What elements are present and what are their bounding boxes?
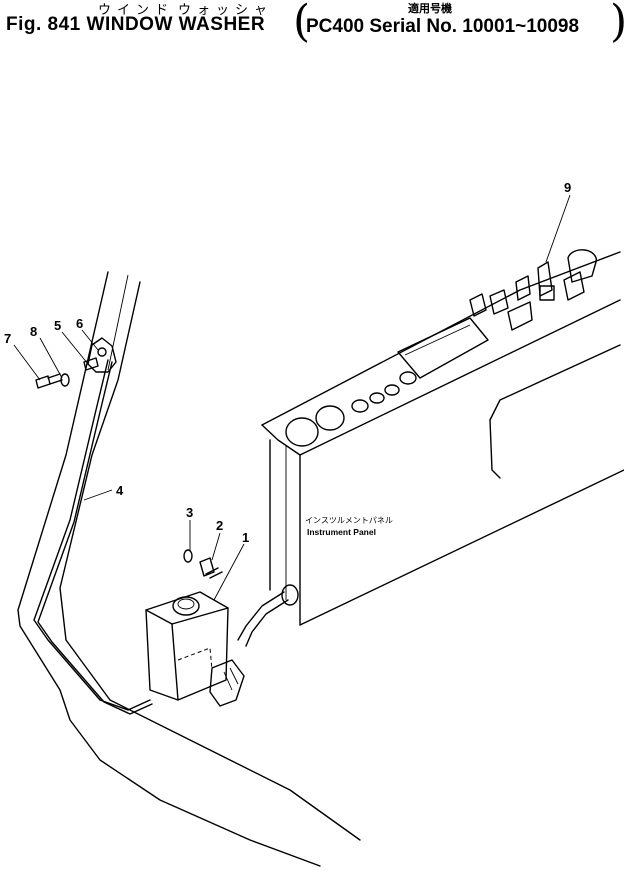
panel-label-english: Instrument Panel <box>307 527 376 537</box>
leader-lines <box>13 194 571 601</box>
callout-7: 7 <box>4 331 11 346</box>
title-kana-window: ウインド <box>98 3 175 18</box>
close-paren: ) <box>610 0 624 44</box>
callout-8: 8 <box>30 324 37 339</box>
callout-4: 4 <box>116 483 124 498</box>
bolt-and-washer-left <box>35 373 70 389</box>
callout-3: 3 <box>186 505 193 520</box>
callout-5: 5 <box>54 318 61 333</box>
tank-hose <box>237 591 289 647</box>
panel-label-japanese: インスツルメントパネル <box>305 516 393 525</box>
instrument-panel <box>261 249 624 626</box>
callout-2: 2 <box>216 518 223 533</box>
cab-frame <box>17 271 361 867</box>
open-paren: ( <box>293 0 311 47</box>
callout-labels: 7 8 5 6 4 3 2 1 9 <box>4 180 571 545</box>
serial-range: PC400 Serial No. 10001~10098 <box>306 16 580 37</box>
callout-9: 9 <box>564 180 571 195</box>
title-kana-washer: ウォッシャ <box>178 3 274 18</box>
callout-1: 1 <box>242 530 249 545</box>
callout-6: 6 <box>76 316 83 331</box>
washer-hose <box>33 359 153 715</box>
bolt-and-washer-tank <box>183 549 223 579</box>
washer-tank <box>145 591 245 707</box>
figure-title: Fig. 841 WINDOW WASHER <box>6 14 266 35</box>
nozzle-bracket <box>83 337 117 373</box>
figure-title-block: ウインド ウォッシャ Fig. 841 WINDOW WASHER ( 適用号機… <box>6 0 624 52</box>
applicability-label: 適用号機 <box>408 2 452 15</box>
